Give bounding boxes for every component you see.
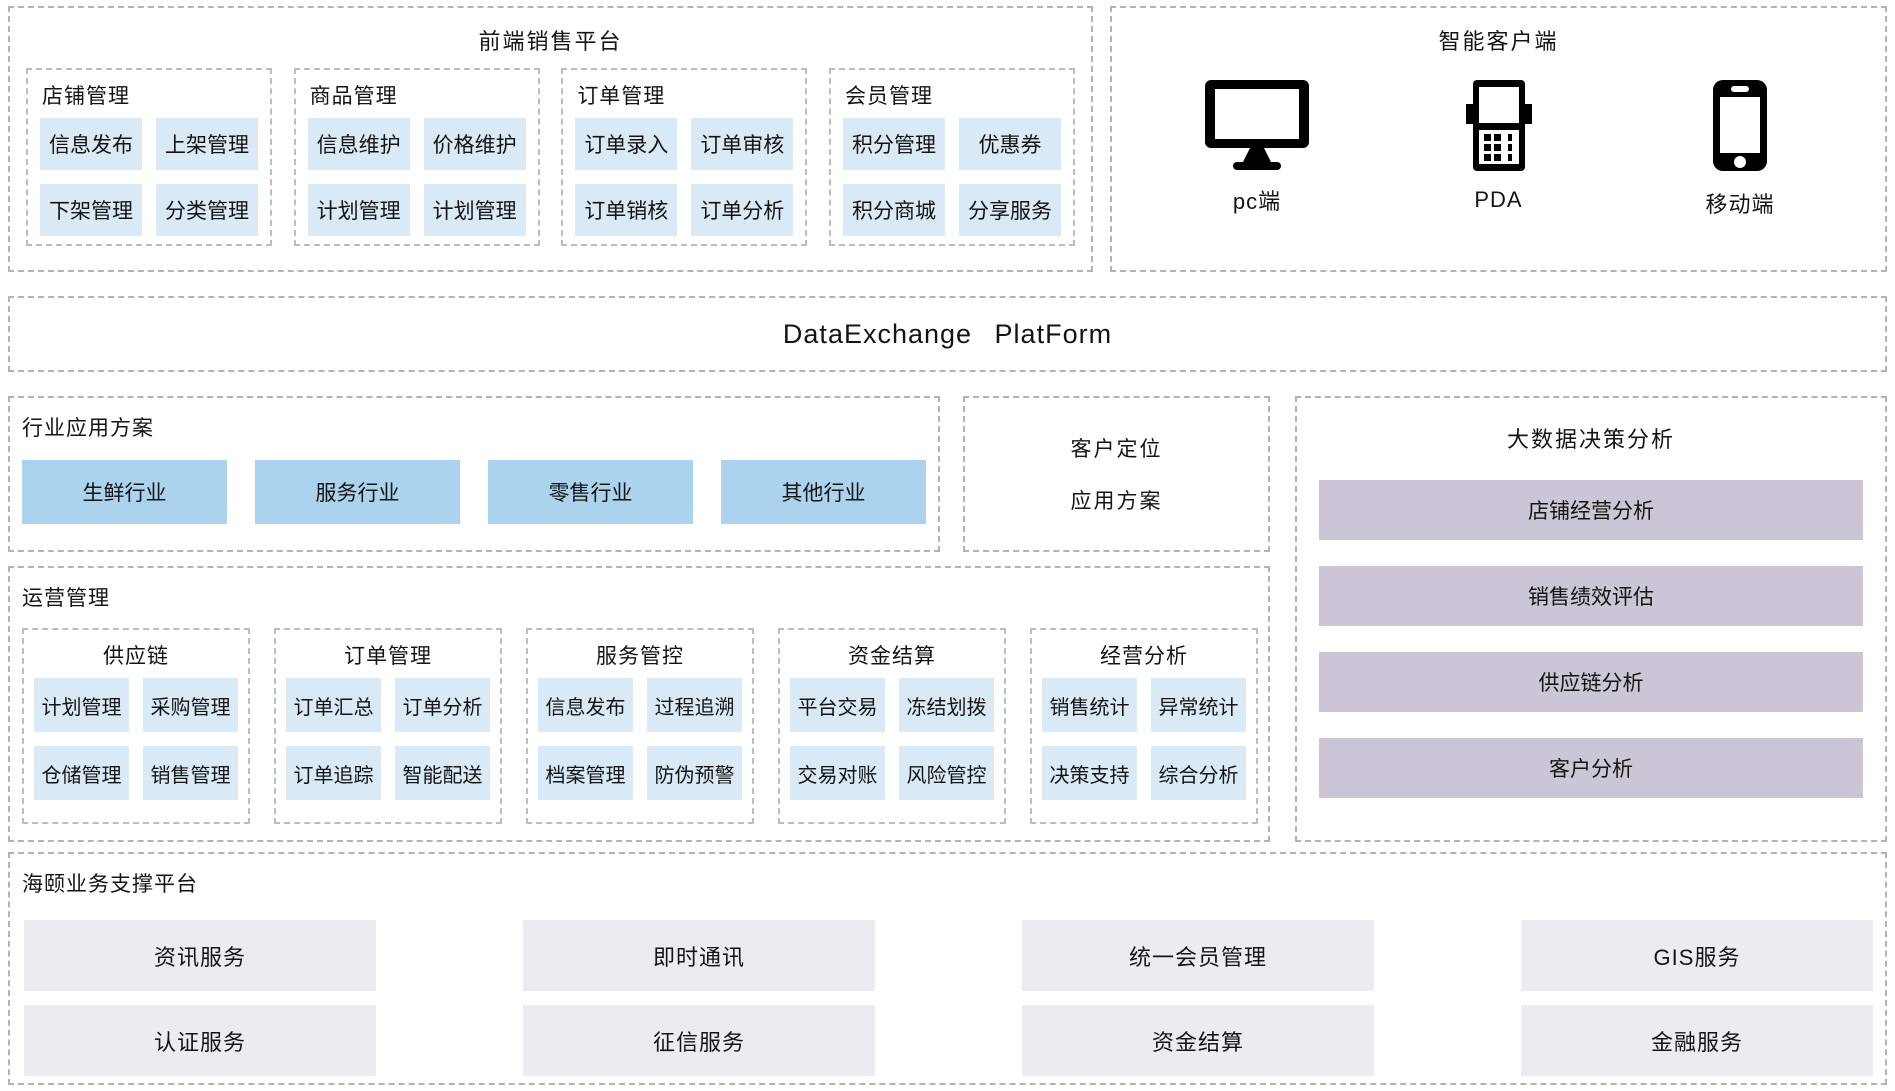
module-chip: 订单审核 [691, 118, 794, 170]
desktop-monitor-icon [1203, 78, 1311, 170]
group-shop-management: 店铺管理 信息发布 上架管理 下架管理 分类管理 [26, 68, 272, 246]
service-item: 资讯服务 [24, 920, 376, 991]
group-product-management: 商品管理 信息维护 价格维护 计划管理 计划管理 [293, 68, 540, 246]
module-chip: 决策支持 [1042, 746, 1137, 800]
group-order-management: 订单管理 订单录入 订单审核 订单销核 订单分析 [561, 68, 808, 246]
frontend-platform-title: 前端销售平台 [478, 29, 623, 54]
module-chip: 智能配送 [395, 746, 490, 800]
module-chip: 下架管理 [40, 184, 142, 236]
pda-terminal-icon [1464, 78, 1534, 173]
module-chip: 异常统计 [1151, 678, 1246, 732]
group-title: 订单管理 [344, 645, 432, 668]
module-chip: 过程追溯 [647, 678, 742, 732]
customer-positioning-box: 客户定位 应用方案 [963, 396, 1270, 552]
device-row: pc端 [1112, 56, 1885, 219]
module-chip: 优惠券 [958, 118, 1061, 170]
module-chip: 订单销核 [575, 184, 678, 236]
group-title: 会员管理 [844, 85, 933, 108]
module-chip: 计划管理 [423, 184, 526, 236]
customer-positioning-line2: 应用方案 [1070, 490, 1163, 513]
group-title: 商品管理 [309, 85, 398, 108]
smart-client-title: 智能客户端 [1438, 29, 1559, 54]
frontend-platform-box: 前端销售平台 店铺管理 信息发布 上架管理 下架管理 分类管理 商品管理 信息维… [8, 6, 1093, 272]
data-exchange-box: DataExchange PlatForm [8, 296, 1887, 372]
module-chip: 分类管理 [156, 184, 258, 236]
big-data-analysis-box: 大数据决策分析 店铺经营分析 销售绩效评估 供应链分析 客户分析 [1295, 396, 1887, 842]
group-fund-settlement: 资金结算 平台交易 冻结划拨 交易对账 风险管控 [778, 628, 1006, 824]
service-item: 征信服务 [523, 1005, 875, 1076]
industry-solutions-title: 行业应用方案 [22, 417, 154, 440]
big-data-analysis-title: 大数据决策分析 [1506, 427, 1675, 452]
module-chip: 平台交易 [790, 678, 885, 732]
customer-positioning-line1: 客户定位 [1070, 438, 1163, 461]
device-label: 移动端 [1705, 192, 1775, 217]
device-label: pc端 [1232, 189, 1282, 214]
group-order-management-ops: 订单管理 订单汇总 订单分析 订单追踪 智能配送 [274, 628, 502, 824]
module-chip: 销售统计 [1042, 678, 1137, 732]
module-chip: 冻结划拨 [899, 678, 994, 732]
module-chip: 订单分析 [691, 184, 794, 236]
service-item: GIS服务 [1521, 920, 1873, 991]
module-chip: 分享服务 [958, 184, 1061, 236]
analysis-item: 销售绩效评估 [1319, 566, 1863, 626]
service-item: 即时通讯 [523, 920, 875, 991]
smart-client-box: 智能客户端 pc端 [1110, 6, 1887, 272]
group-supply-chain: 供应链 计划管理 采购管理 仓储管理 销售管理 [22, 628, 250, 824]
device-mobile: 移动端 [1665, 78, 1815, 219]
group-service-control: 服务管控 信息发布 过程追溯 档案管理 防伪预警 [526, 628, 754, 824]
industry-item: 生鲜行业 [22, 460, 227, 524]
operations-management-title: 运营管理 [22, 587, 110, 610]
service-item: 认证服务 [24, 1005, 376, 1076]
module-chip: 订单录入 [575, 118, 678, 170]
group-title: 经营分析 [1100, 645, 1188, 668]
module-chip: 积分管理 [842, 118, 945, 170]
device-pda: PDA [1424, 78, 1574, 219]
module-chip: 仓储管理 [34, 746, 129, 800]
module-chip: 计划管理 [307, 184, 410, 236]
module-chip: 防伪预警 [647, 746, 742, 800]
module-chip: 档案管理 [538, 746, 633, 800]
mobile-phone-icon [1711, 78, 1769, 173]
support-platform-box: 海颐业务支撑平台 资讯服务 即时通讯 统一会员管理 GIS服务 认证服务 征信服… [8, 852, 1887, 1085]
analysis-item: 店铺经营分析 [1319, 480, 1863, 540]
module-chip: 订单汇总 [286, 678, 381, 732]
module-chip: 信息发布 [538, 678, 633, 732]
module-chip: 积分商城 [842, 184, 945, 236]
support-platform-title: 海颐业务支撑平台 [22, 873, 198, 896]
module-chip: 订单追踪 [286, 746, 381, 800]
group-business-analysis: 经营分析 销售统计 异常统计 决策支持 综合分析 [1030, 628, 1258, 824]
service-item: 资金结算 [1022, 1005, 1374, 1076]
group-title: 资金结算 [848, 645, 936, 668]
industry-item: 零售行业 [488, 460, 693, 524]
module-chip: 订单分析 [395, 678, 490, 732]
device-pc: pc端 [1182, 78, 1332, 219]
module-chip: 计划管理 [34, 678, 129, 732]
module-chip: 风险管控 [899, 746, 994, 800]
group-title: 店铺管理 [42, 85, 130, 108]
module-chip: 价格维护 [423, 118, 526, 170]
group-title: 供应链 [103, 645, 169, 668]
operations-groups: 供应链 计划管理 采购管理 仓储管理 销售管理 订单管理 订单汇总 订单分析 订… [22, 612, 1258, 824]
service-item: 金融服务 [1521, 1005, 1873, 1076]
industry-item: 其他行业 [721, 460, 926, 524]
industry-solutions-box: 行业应用方案 生鲜行业 服务行业 零售行业 其他行业 [8, 396, 940, 552]
operations-management-box: 运营管理 供应链 计划管理 采购管理 仓储管理 销售管理 订单管理 订单汇总 订… [8, 566, 1270, 842]
module-chip: 综合分析 [1151, 746, 1246, 800]
group-title: 服务管控 [596, 645, 684, 668]
analysis-item: 客户分析 [1319, 738, 1863, 798]
group-title: 订单管理 [577, 85, 666, 108]
service-item: 统一会员管理 [1022, 920, 1374, 991]
module-chip: 信息发布 [40, 118, 142, 170]
analysis-item: 供应链分析 [1319, 652, 1863, 712]
module-chip: 采购管理 [143, 678, 238, 732]
data-exchange-title: DataExchange PlatForm [782, 318, 1113, 349]
device-label: PDA [1474, 187, 1523, 212]
frontend-groups: 店铺管理 信息发布 上架管理 下架管理 分类管理 商品管理 信息维护 价格维护 … [10, 56, 1091, 246]
module-chip: 上架管理 [156, 118, 258, 170]
module-chip: 销售管理 [143, 746, 238, 800]
industry-item: 服务行业 [255, 460, 460, 524]
module-chip: 交易对账 [790, 746, 885, 800]
module-chip: 信息维护 [307, 118, 410, 170]
group-member-management: 会员管理 积分管理 优惠券 积分商城 分享服务 [828, 68, 1075, 246]
